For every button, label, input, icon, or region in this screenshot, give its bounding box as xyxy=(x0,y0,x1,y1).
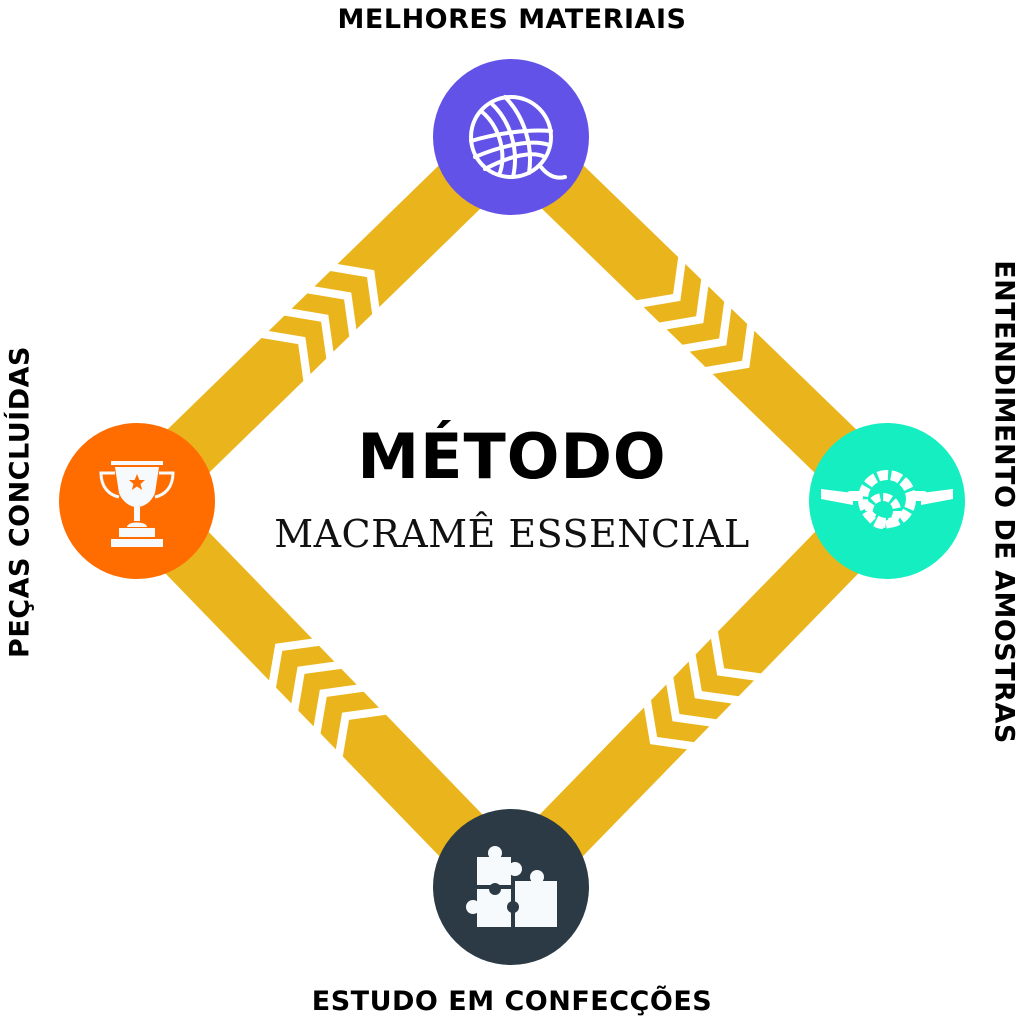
puzzle-pieces-icon xyxy=(466,846,557,927)
connector-chevron-left-top xyxy=(291,293,350,352)
trophy-icon xyxy=(99,461,175,547)
node-circle-bottom xyxy=(433,809,589,965)
step-nodes xyxy=(59,59,965,965)
connector-chevron-bottom-left xyxy=(276,645,335,704)
center-title: MÉTODO xyxy=(357,420,667,493)
step-label-bottom: ESTUDO EM CONFECÇÕES xyxy=(311,986,713,1017)
rope-knot-icon xyxy=(821,470,953,529)
step-node-right xyxy=(809,423,965,579)
connector-chevron-top-right xyxy=(689,308,748,367)
step-node-top xyxy=(433,59,589,215)
connector-chevron-right-bottom xyxy=(650,684,710,743)
connector-chevron-bottom-left xyxy=(320,691,379,750)
step-label-top: MELHORES MATERIAIS xyxy=(337,4,687,35)
connector-chevron-bottom-left xyxy=(298,668,357,727)
star-icon xyxy=(129,474,145,490)
step-node-left xyxy=(59,423,215,579)
yarn-ball-icon xyxy=(469,95,567,180)
step-label-left: PEÇAS CONCLUÍDAS xyxy=(4,346,36,658)
step-label-right: ENTENDIMENTO DE AMOSTRAS xyxy=(988,260,1020,744)
connector-chevron-left-top xyxy=(314,270,373,330)
center-subtitle: MACRAMÊ ESSENCIAL xyxy=(274,512,750,556)
connector-chevron-top-right xyxy=(643,264,702,323)
connector-chevron-top-right xyxy=(666,286,725,345)
connector-chevron-right-bottom xyxy=(673,661,732,720)
connector-chevron-right-bottom xyxy=(695,638,754,697)
connector-chevron-left-top xyxy=(268,315,327,374)
step-node-bottom xyxy=(433,809,589,965)
